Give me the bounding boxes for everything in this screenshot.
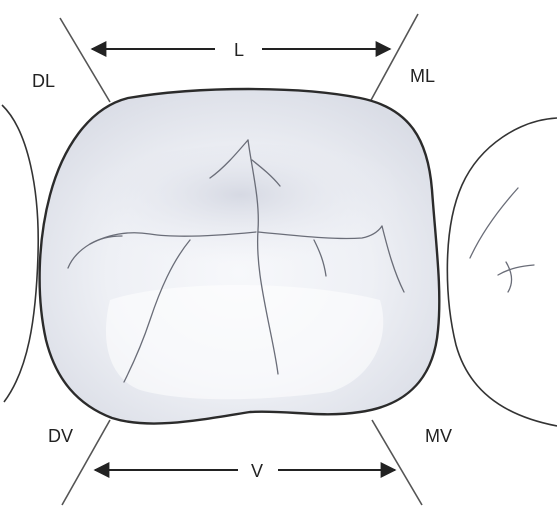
- distolingual-corner-line: [60, 18, 110, 102]
- central-fossa-shading: [82, 145, 399, 271]
- buccal-cusp-highlight: [106, 285, 383, 399]
- right-neighbor-groove: [470, 188, 534, 292]
- mesiolingual-label: ML: [410, 66, 435, 86]
- vestibular-label: V: [251, 461, 263, 481]
- distolingual-label: DL: [32, 71, 55, 91]
- left-neighbor-tooth-outline: [2, 105, 38, 402]
- mesiovestibular-corner-line: [372, 420, 422, 505]
- lingual-label: L: [234, 40, 244, 60]
- distovestibular-label: DV: [48, 426, 73, 446]
- right-neighbor-tooth-outline: [447, 118, 557, 426]
- mesiovestibular-label: MV: [425, 426, 452, 446]
- mesiolingual-corner-line: [370, 14, 418, 102]
